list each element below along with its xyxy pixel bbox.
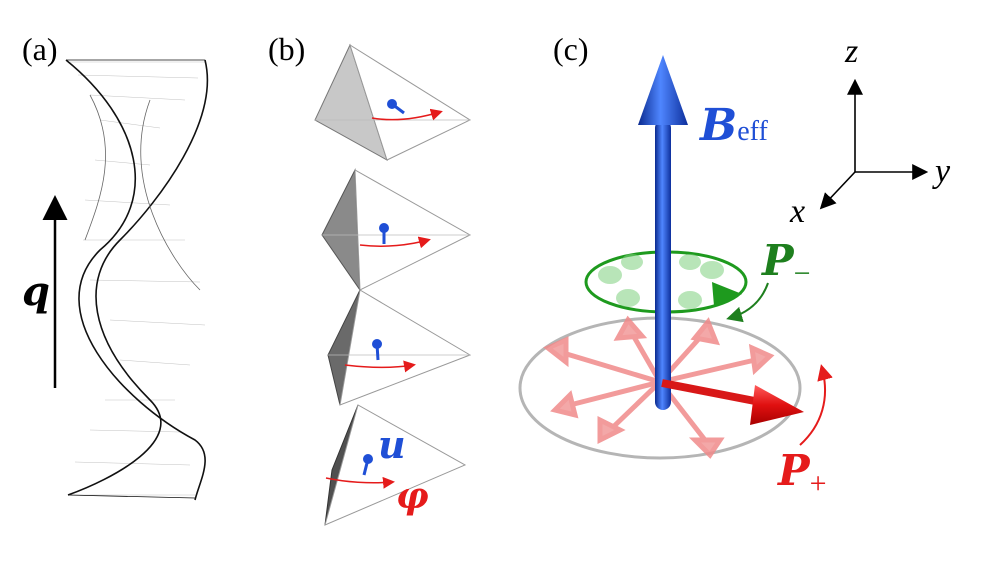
panel-a-label: (a) (22, 31, 58, 67)
ribbon-edge-2 (67, 59, 209, 496)
p-plus-label: P+ (777, 446, 827, 500)
b-eff-label: Beff (698, 100, 768, 151)
axis-y-label: y (932, 153, 951, 190)
tetrahedron-4 (324, 404, 467, 526)
q-symbol: q (22, 268, 50, 315)
axis-x-label: x (789, 193, 805, 230)
p-plus-main-arrow (661, 379, 804, 425)
b-eff-arrow (638, 55, 688, 410)
p-minus-main-arrowhead (712, 282, 742, 306)
phi-symbol: φ (396, 475, 429, 517)
p-minus-rotation-arrow (726, 282, 769, 323)
axis-z-label: z (844, 33, 858, 70)
p-plus-rotation-arrow (799, 364, 833, 446)
tetrahedron-2 (321, 168, 472, 292)
twisted-ribbon (65, 59, 209, 501)
coordinate-axes: z y x (789, 33, 951, 230)
panel-c-label: (c) (553, 31, 589, 67)
ribbon-edge-1 (65, 59, 206, 501)
tetrahedron-3 (327, 289, 472, 406)
ribbon-hatching (70, 61, 206, 496)
u-symbol: u (378, 422, 406, 467)
ribbon-bottom (67, 494, 196, 499)
panel-b-label: (b) (268, 31, 305, 67)
p-minus-faint-arrows (598, 254, 724, 309)
ribbon-inner-2 (140, 99, 201, 291)
tetrahedron-1 (314, 43, 472, 162)
p-minus-label: P− (761, 236, 811, 290)
ribbon-inner-1 (84, 94, 106, 241)
